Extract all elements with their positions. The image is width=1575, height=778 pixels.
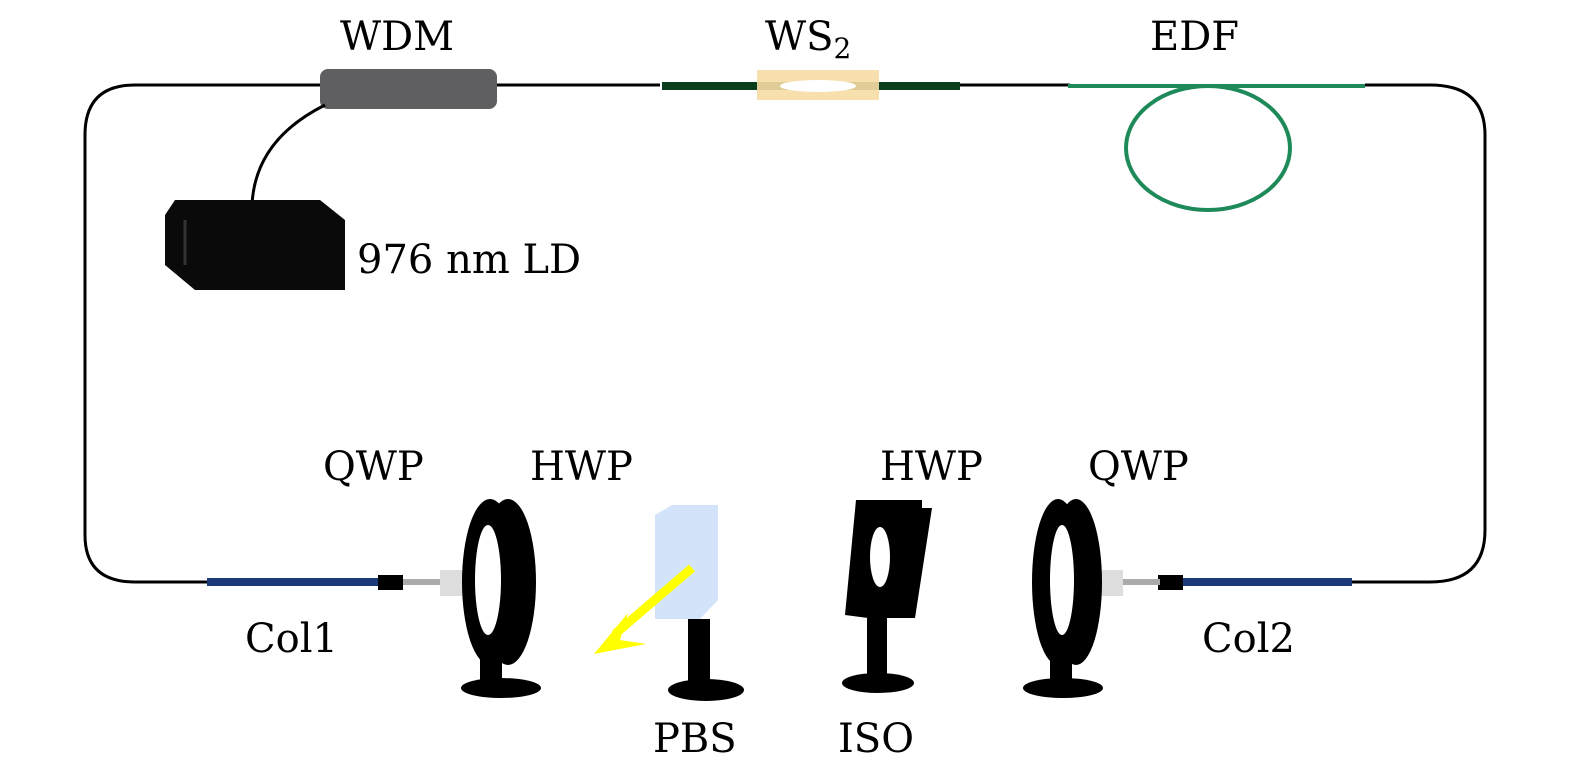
label-iso: ISO xyxy=(838,716,914,762)
label-qwp-left: QWP xyxy=(323,444,424,490)
pbs-cube-icon xyxy=(655,505,744,701)
label-hwp-left: HWP xyxy=(530,444,633,490)
label-ws2-sub: 2 xyxy=(834,32,852,65)
fiber-loop xyxy=(83,83,1487,584)
label-col1: Col1 xyxy=(245,616,338,662)
wdm-coupler xyxy=(320,69,497,109)
right-waveplate-mount-icon xyxy=(1023,499,1103,698)
pump-fiber xyxy=(250,103,326,206)
isolator-icon xyxy=(842,500,932,693)
laser-diode-icon xyxy=(165,200,345,290)
label-ws2: WS2 xyxy=(765,14,851,65)
ws2-highlight xyxy=(780,80,856,92)
label-edf: EDF xyxy=(1150,14,1239,60)
collimator-1 xyxy=(207,578,379,586)
label-hwp-right: HWP xyxy=(880,444,983,490)
label-ws2-main: WS xyxy=(765,14,834,60)
collimator-2-lens xyxy=(1120,579,1160,585)
collimator-2-tip xyxy=(1158,575,1183,590)
label-col2: Col2 xyxy=(1202,616,1295,662)
label-wdm: WDM xyxy=(340,14,454,60)
label-qwp-right: QWP xyxy=(1088,444,1189,490)
collimator-1-tip xyxy=(378,575,403,590)
collimator-2 xyxy=(1180,578,1352,586)
collimator-2-mount xyxy=(1098,570,1123,596)
output-arrow-icon xyxy=(594,564,695,654)
label-pbs: PBS xyxy=(653,716,737,762)
left-waveplate-mount-icon xyxy=(461,499,541,698)
label-ld: 976 nm LD xyxy=(357,237,581,283)
edf-coil xyxy=(1124,84,1292,212)
collimator-1-mount xyxy=(440,570,465,596)
collimator-1-lens xyxy=(403,579,443,585)
